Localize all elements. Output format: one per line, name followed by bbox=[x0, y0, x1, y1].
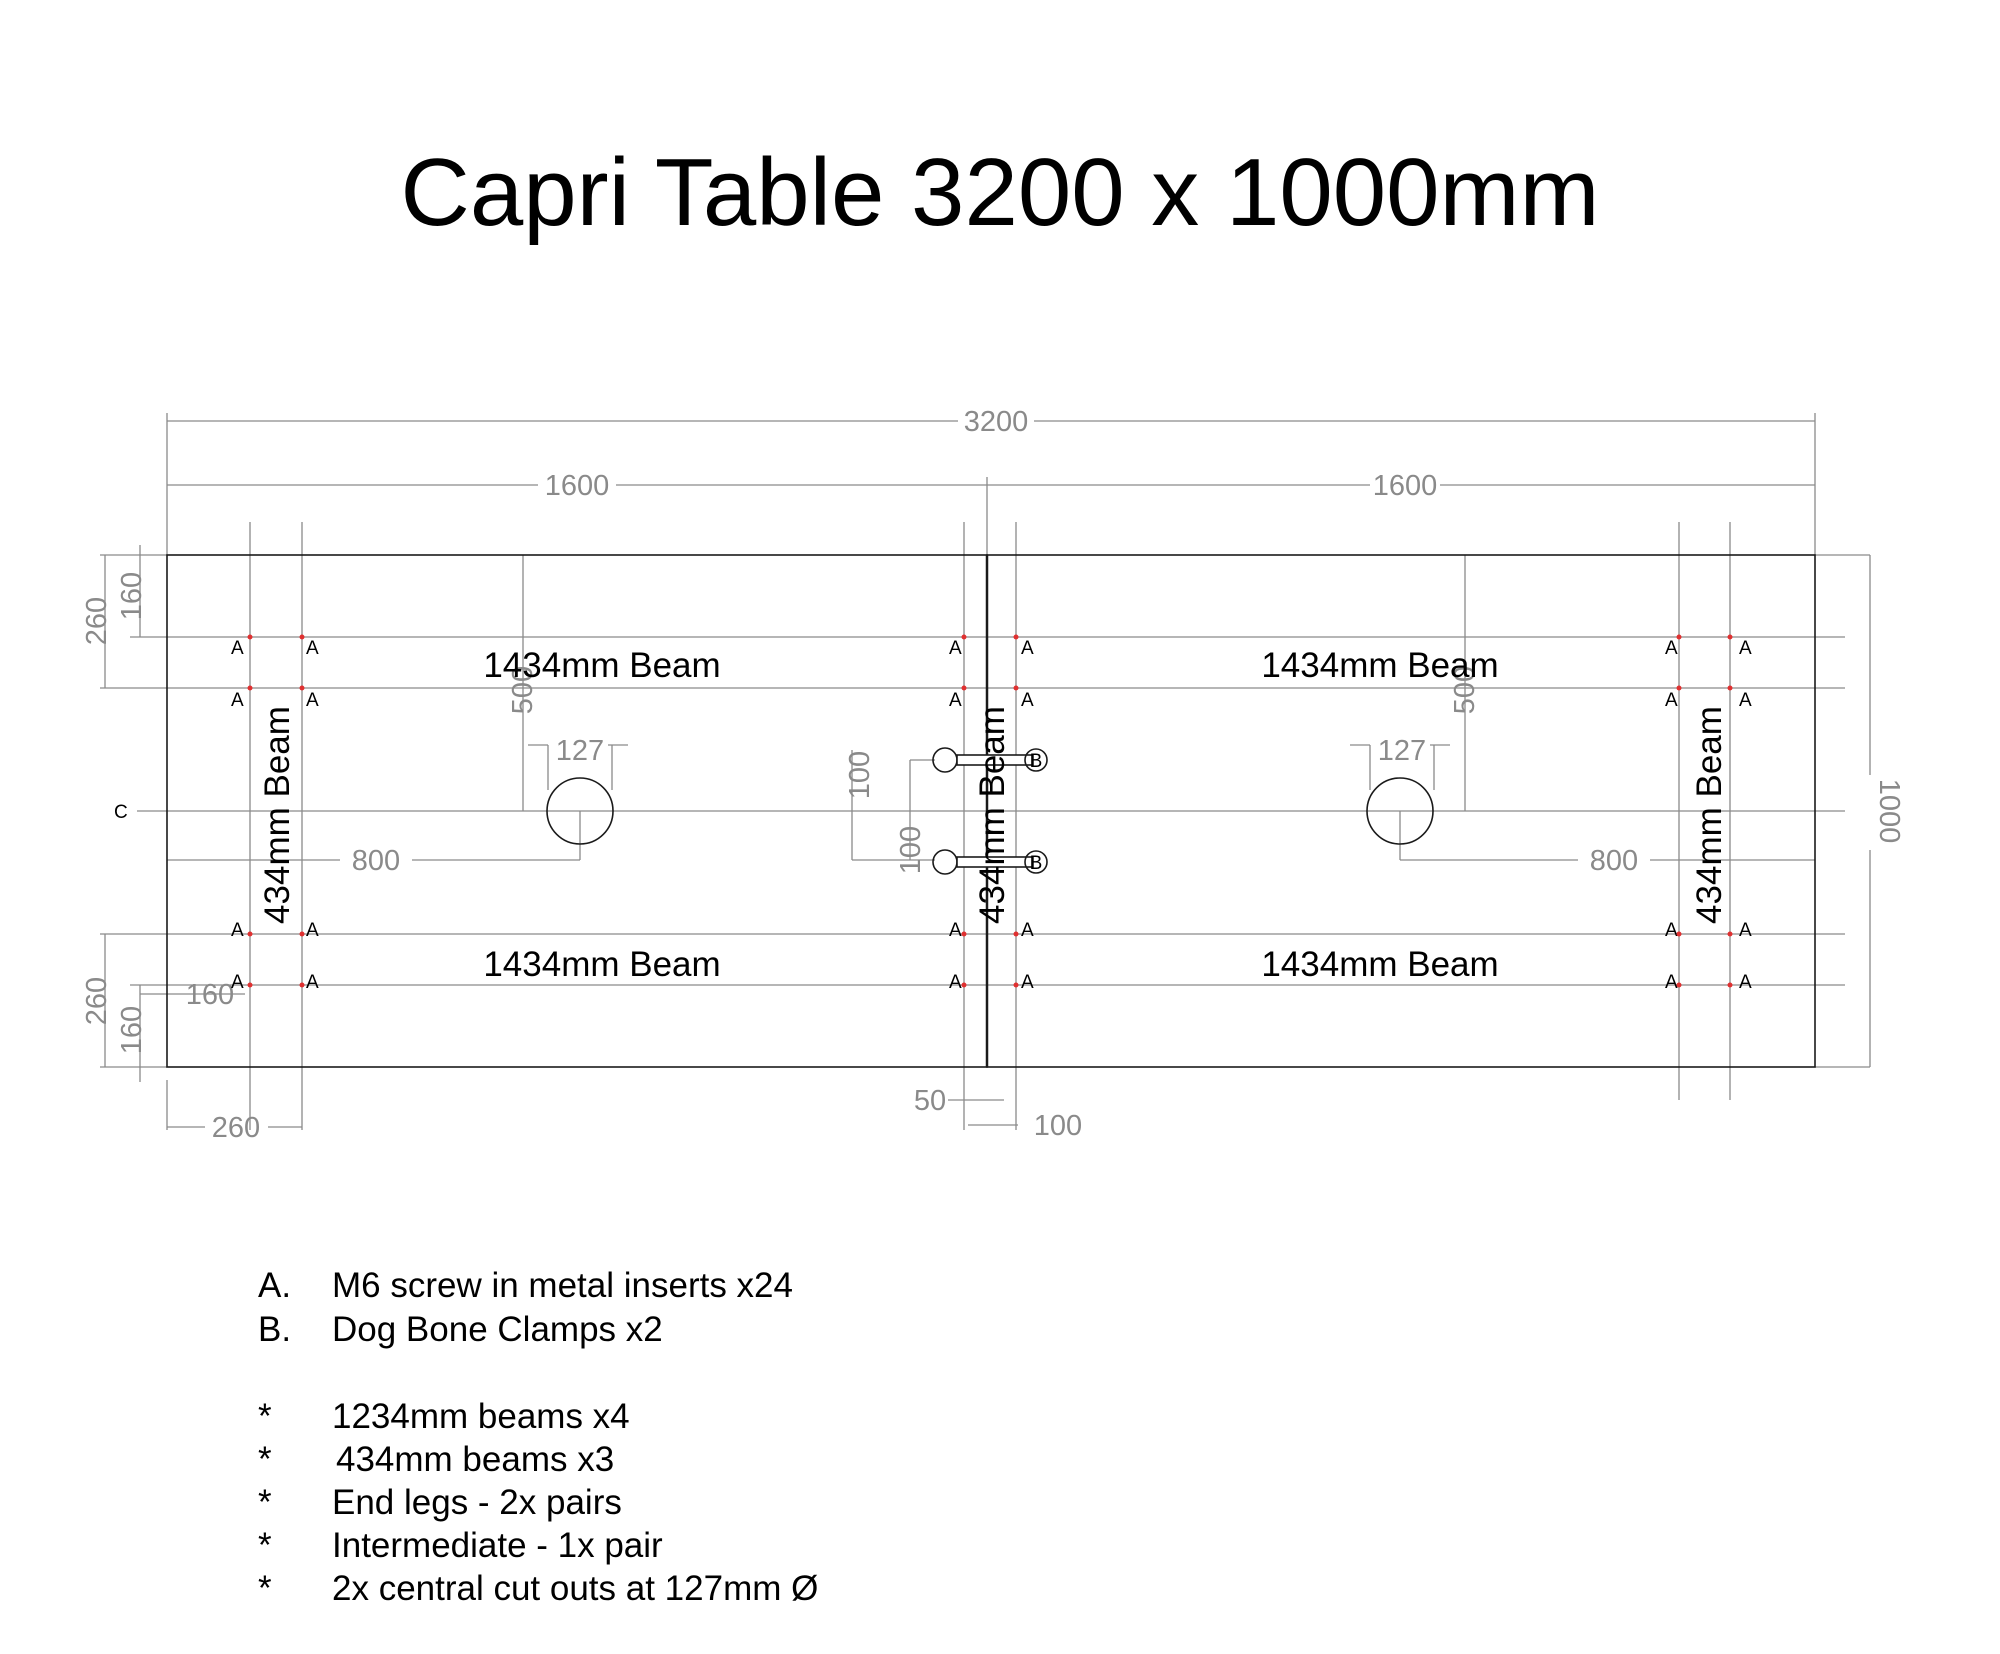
dim-clamp-100-b: 100 bbox=[895, 826, 927, 874]
dim-leg-260: 260 bbox=[212, 1112, 260, 1144]
dim-clamp-100-a: 100 bbox=[844, 751, 876, 799]
note-mark: * bbox=[258, 1569, 272, 1608]
note-mark: * bbox=[258, 1397, 272, 1436]
dim-inset-160: 160 bbox=[186, 979, 234, 1011]
note-mark: * bbox=[258, 1483, 272, 1522]
legend-item-a: A. M6 screw in metal inserts x24 bbox=[258, 1266, 1058, 1310]
dog-bone-clamp-2 bbox=[932, 849, 1048, 875]
screw-dots bbox=[247, 634, 1733, 988]
dim-3200: 3200 bbox=[964, 406, 1029, 438]
svg-text:A: A bbox=[949, 690, 962, 711]
legend: A. M6 screw in metal inserts x24 B. Dog … bbox=[258, 1266, 1058, 1608]
svg-text:A: A bbox=[306, 920, 319, 941]
legend-text: Dog Bone Clamps x2 bbox=[332, 1310, 663, 1349]
note-5: * 2x central cut outs at 127mm Ø bbox=[258, 1569, 1058, 1613]
beam-label-bottom-left: 1434mm Beam bbox=[483, 945, 720, 984]
dim-gap-100: 100 bbox=[1034, 1110, 1082, 1142]
svg-text:A: A bbox=[306, 972, 319, 993]
dim-1600-right: 1600 bbox=[1373, 470, 1438, 502]
note-2: * 434mm beams x3 bbox=[258, 1440, 1058, 1484]
svg-text:A: A bbox=[1665, 972, 1678, 993]
dim-800-left: 800 bbox=[352, 845, 400, 877]
note-text: End legs - 2x pairs bbox=[332, 1483, 622, 1522]
note-mark: * bbox=[258, 1440, 272, 1479]
dim-127-left: 127 bbox=[556, 735, 604, 767]
note-text: 434mm beams x3 bbox=[336, 1440, 615, 1479]
svg-text:A: A bbox=[231, 972, 244, 993]
dog-bone-clamp-1 bbox=[932, 747, 1048, 773]
svg-text:A: A bbox=[1739, 972, 1752, 993]
dim-gap-50: 50 bbox=[914, 1085, 946, 1117]
svg-text:A: A bbox=[306, 638, 319, 659]
svg-text:A: A bbox=[1665, 920, 1678, 941]
dim-1000: 1000 bbox=[1873, 779, 1905, 844]
beam-label-top-left: 1434mm Beam bbox=[483, 646, 720, 685]
center-marker: C bbox=[114, 802, 128, 823]
svg-text:A: A bbox=[949, 638, 962, 659]
note-text: 2x central cut outs at 127mm Ø bbox=[332, 1569, 819, 1608]
dim-top-260: 260 bbox=[81, 597, 113, 645]
svg-text:A: A bbox=[1665, 638, 1678, 659]
dim-500-right: 500 bbox=[1449, 666, 1481, 714]
svg-text:A: A bbox=[306, 690, 319, 711]
note-text: Intermediate - 1x pair bbox=[332, 1526, 663, 1565]
legend-item-b: B. Dog Bone Clamps x2 bbox=[258, 1310, 1058, 1354]
note-text: 1234mm beams x4 bbox=[332, 1397, 630, 1436]
dim-bottom-260: 260 bbox=[81, 977, 113, 1025]
svg-text:A: A bbox=[949, 920, 962, 941]
beam-label-cross-left: 434mm Beam bbox=[258, 706, 297, 924]
note-4: * Intermediate - 1x pair bbox=[258, 1526, 1058, 1570]
note-3: * End legs - 2x pairs bbox=[258, 1483, 1058, 1527]
clamp-marker-2: B bbox=[1030, 853, 1043, 874]
beam-label-top-right: 1434mm Beam bbox=[1261, 646, 1498, 685]
dim-500-left: 500 bbox=[507, 666, 539, 714]
svg-text:A: A bbox=[949, 972, 962, 993]
svg-text:A: A bbox=[1739, 690, 1752, 711]
dim-bottom-160: 160 bbox=[116, 1006, 148, 1054]
svg-text:A: A bbox=[1021, 690, 1034, 711]
svg-text:A: A bbox=[1021, 972, 1034, 993]
beam-label-cross-right: 434mm Beam bbox=[1690, 706, 1729, 924]
svg-text:A: A bbox=[1739, 638, 1752, 659]
svg-text:A: A bbox=[231, 920, 244, 941]
clamp-marker-1: B bbox=[1030, 751, 1043, 772]
legend-mark: A. bbox=[258, 1266, 292, 1305]
svg-text:A: A bbox=[231, 690, 244, 711]
beam-label-bottom-right: 1434mm Beam bbox=[1261, 945, 1498, 984]
legend-mark: B. bbox=[258, 1310, 292, 1349]
page-title: Capri Table 3200 x 1000mm bbox=[400, 139, 1600, 246]
dim-top-160: 160 bbox=[116, 572, 148, 620]
svg-text:A: A bbox=[1739, 920, 1752, 941]
note-1: * 1234mm beams x4 bbox=[258, 1397, 1058, 1441]
cutout-left bbox=[546, 777, 614, 845]
cutout-right bbox=[1366, 777, 1434, 845]
dim-800-right: 800 bbox=[1590, 845, 1638, 877]
beam-label-cross-center: 434mm Beam bbox=[973, 706, 1012, 924]
svg-text:A: A bbox=[1665, 690, 1678, 711]
dim-127-right: 127 bbox=[1378, 735, 1426, 767]
note-mark: * bbox=[258, 1526, 272, 1565]
svg-text:A: A bbox=[231, 638, 244, 659]
svg-text:A: A bbox=[1021, 638, 1034, 659]
svg-text:A: A bbox=[1021, 920, 1034, 941]
legend-text: M6 screw in metal inserts x24 bbox=[332, 1266, 793, 1305]
dim-1600-left: 1600 bbox=[545, 470, 610, 502]
